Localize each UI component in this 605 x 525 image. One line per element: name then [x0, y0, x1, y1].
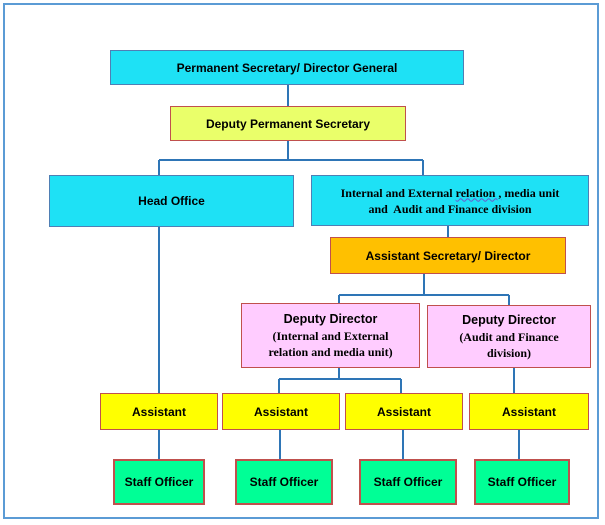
deputy-director-right-title: Deputy Director: [462, 312, 556, 327]
staff-officer-label: Staff Officer: [124, 475, 194, 489]
head-office-box: Head Office: [49, 175, 294, 227]
staff-officer-box: Staff Officer: [113, 459, 205, 505]
assistant-label: Assistant: [501, 404, 557, 419]
staff-officer-box: Staff Officer: [474, 459, 570, 505]
deputy-director-left-box: Deputy Director (Internal and External r…: [241, 303, 420, 368]
internal-external-line2: and Audit and Finance division: [368, 201, 532, 216]
assistant-label: Assistant: [131, 404, 187, 419]
assistant-label: Assistant: [253, 404, 309, 419]
deputy-director-left-title: Deputy Director: [283, 311, 378, 326]
staff-officer-box: Staff Officer: [359, 459, 457, 505]
staff-officer-label: Staff Officer: [373, 475, 443, 489]
internal-external-line1-part-c: media unit: [501, 185, 560, 200]
staff-officer-label: Staff Officer: [249, 475, 319, 489]
assistant-box: Assistant: [222, 393, 340, 430]
internal-external-line1-part-a: Internal and External: [340, 185, 456, 200]
assistant-secretary-box: Assistant Secretary/ Director: [330, 237, 566, 274]
permanent-secretary-box: Permanent Secretary/ Director General: [110, 50, 464, 85]
permanent-secretary-label: Permanent Secretary/ Director General: [176, 60, 398, 75]
deputy-director-right-box: Deputy Director (Audit and Finance divis…: [427, 305, 591, 368]
assistant-label: Assistant: [376, 404, 432, 419]
head-office-label: Head Office: [138, 194, 205, 208]
deputy-permanent-secretary-box: Deputy Permanent Secretary: [170, 106, 406, 141]
assistant-secretary-label: Assistant Secretary/ Director: [365, 248, 531, 263]
staff-officer-box: Staff Officer: [235, 459, 333, 505]
deputy-director-left-subtitle: (Internal and External relation and medi…: [268, 328, 393, 359]
assistant-box: Assistant: [345, 393, 463, 430]
assistant-box: Assistant: [100, 393, 218, 430]
deputy-permanent-secretary-label: Deputy Permanent Secretary: [205, 116, 371, 131]
deputy-director-right-subtitle: (Audit and Finance division): [459, 329, 559, 360]
staff-officer-label: Staff Officer: [487, 475, 557, 489]
internal-external-line1-part-b: relation ,: [455, 185, 502, 200]
assistant-box: Assistant: [469, 393, 589, 430]
internal-external-line1: Internal and External relation , media u…: [341, 185, 560, 201]
internal-external-relation-box: Internal and External relation , media u…: [311, 175, 589, 226]
